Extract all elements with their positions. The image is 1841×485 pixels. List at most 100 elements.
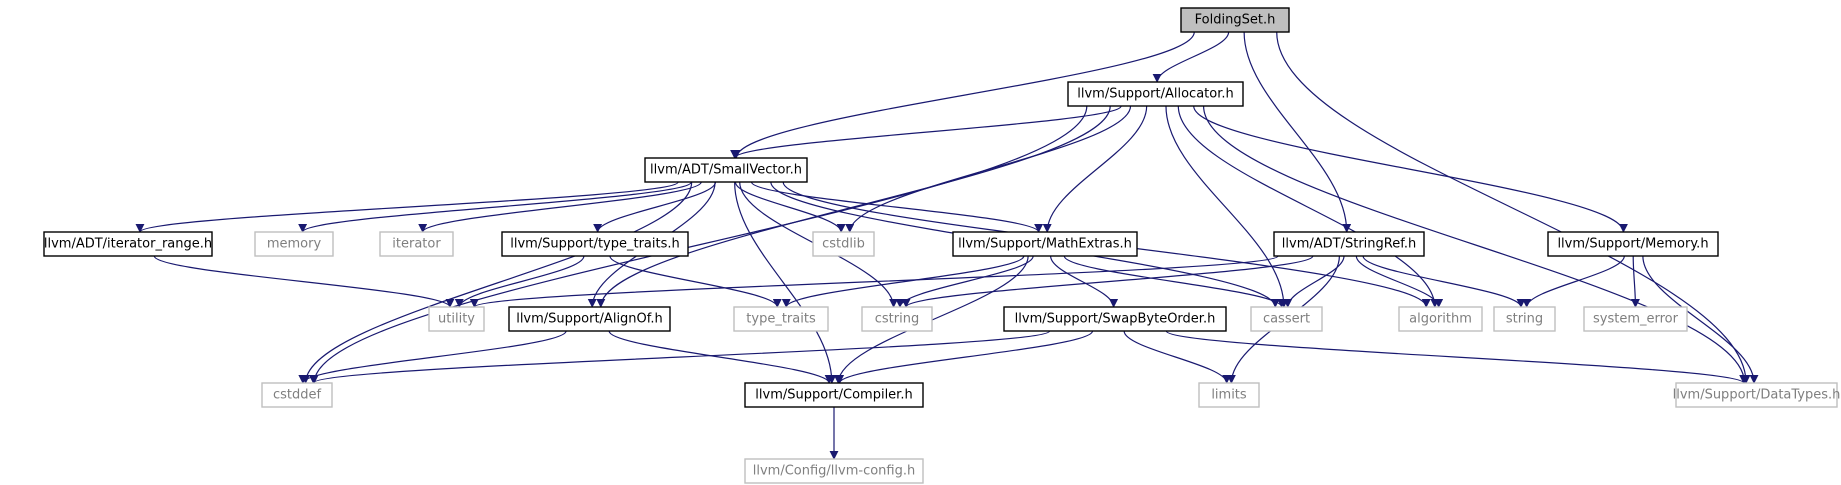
edge-mathextras-to-swapbyteorder <box>1050 255 1119 308</box>
edge-smallvector-to-iterator <box>418 181 702 233</box>
node-label: llvm/Support/Allocator.h <box>1077 87 1234 102</box>
node-box <box>1198 382 1260 408</box>
node-allocator[interactable]: llvm/Support/Allocator.h <box>1067 81 1244 107</box>
edge-memory_h-to-string <box>1522 255 1625 308</box>
node-smallvector[interactable]: llvm/ADT/SmallVector.h <box>644 157 808 183</box>
edge-foldingset-to-smallvector <box>731 31 1195 159</box>
node-label: utility <box>438 312 475 327</box>
nodes-layer: FoldingSet.h llvm/Support/Allocator.h llvm… <box>43 7 1841 484</box>
node-box <box>1003 306 1227 332</box>
node-type_traits: type_traits <box>733 306 829 332</box>
node-box <box>733 306 829 332</box>
node-box <box>43 231 213 257</box>
node-box <box>744 382 924 408</box>
edge-allocator-to-smallvector <box>730 105 1122 159</box>
node-box <box>261 382 333 408</box>
node-box <box>379 231 454 257</box>
node-box <box>952 231 1138 257</box>
node-label: llvm/ADT/iterator_range.h <box>44 237 212 252</box>
node-mathextras[interactable]: llvm/Support/MathExtras.h <box>952 231 1138 257</box>
node-box <box>1583 306 1688 332</box>
node-utility: utility <box>428 306 485 332</box>
node-iterator: iterator <box>379 231 454 257</box>
node-box <box>1180 7 1290 33</box>
node-algorithm: algorithm <box>1398 306 1483 332</box>
edge-smallvector-to-memory_std <box>298 181 693 233</box>
edge-smallvector-to-compiler <box>734 181 837 384</box>
node-label: llvm/ADT/SmallVector.h <box>650 163 802 178</box>
edge-smallvector-to-mathextras <box>750 181 1043 233</box>
node-label: memory <box>267 237 322 252</box>
edge-stringref-to-utility <box>470 255 1279 308</box>
node-box <box>428 306 485 332</box>
node-iterator_range[interactable]: llvm/ADT/iterator_range.h <box>43 231 213 257</box>
edge-alignof-to-cstddef <box>298 330 567 384</box>
edge-swapbyteorder-to-compiler <box>835 330 1094 384</box>
node-cstdlib: cstdlib <box>812 231 875 257</box>
node-stringref[interactable]: llvm/ADT/StringRef.h <box>1273 231 1425 257</box>
node-label: FoldingSet.h <box>1195 13 1276 28</box>
node-cassert: cassert <box>1250 306 1323 332</box>
node-compiler[interactable]: llvm/Support/Compiler.h <box>744 382 924 408</box>
node-label: llvm/Support/DataTypes.h <box>1673 388 1841 403</box>
node-label: cassert <box>1263 312 1310 327</box>
edge-stringref-to-algorithm <box>1355 255 1444 308</box>
node-label: algorithm <box>1409 312 1472 327</box>
edge-alignof-to-compiler <box>608 330 834 384</box>
edge-type_traits_h-to-type_traits <box>609 255 782 308</box>
edge-stringref-to-string <box>1362 255 1526 308</box>
edge-swapbyteorder-to-limits <box>1123 330 1232 384</box>
edge-allocator-to-alignof <box>596 105 1111 308</box>
node-box <box>501 231 689 257</box>
node-type_traits_h[interactable]: llvm/Support/type_traits.h <box>501 231 689 257</box>
node-swapbyteorder[interactable]: llvm/Support/SwapByteOrder.h <box>1003 306 1227 332</box>
node-label: cstdlib <box>822 237 865 252</box>
node-box <box>1675 382 1838 408</box>
edge-stringref-to-cassert <box>1283 255 1345 308</box>
node-memory_std: memory <box>254 231 334 257</box>
edge-mathextras-to-cassert <box>1063 255 1287 308</box>
node-box <box>1273 231 1425 257</box>
node-system_error: system_error <box>1583 306 1688 332</box>
node-box <box>744 458 924 484</box>
edge-swapbyteorder-to-cstddef <box>309 330 1051 384</box>
edge-smallvector-to-iterator_range <box>135 181 679 233</box>
node-box <box>644 157 808 183</box>
edge-mathextras-to-type_traits <box>781 255 1025 308</box>
node-label: cstddef <box>273 388 322 403</box>
node-box <box>1067 81 1244 107</box>
node-label: iterator <box>392 237 441 252</box>
node-label: system_error <box>1593 312 1679 327</box>
edge-swapbyteorder-to-datatypes <box>1165 330 1748 384</box>
edge-foldingset-to-datatypes <box>1276 31 1751 384</box>
node-label: llvm/Support/Compiler.h <box>755 388 912 403</box>
edge-smallvector-to-type_traits_h <box>593 181 717 233</box>
node-foldingset[interactable]: FoldingSet.h <box>1180 7 1290 33</box>
node-box <box>812 231 875 257</box>
node-cstddef: cstddef <box>261 382 333 408</box>
node-box <box>508 306 671 332</box>
node-cstring: cstring <box>861 306 933 332</box>
edge-type_traits_h-to-utility <box>454 255 585 308</box>
node-label: cstring <box>875 312 919 327</box>
edge-smallvector-to-cstddef <box>301 181 693 384</box>
edge-mathextras-to-cstring <box>895 255 1034 308</box>
node-label: llvm/Support/type_traits.h <box>510 237 680 252</box>
edge-smallvector-to-cstdlib <box>734 181 846 233</box>
node-memory_h[interactable]: llvm/Support/Memory.h <box>1547 231 1719 257</box>
edge-iterator_range-to-utility <box>153 255 455 308</box>
node-label: limits <box>1211 388 1247 403</box>
node-box <box>254 231 334 257</box>
node-llvmconfig: llvm/Config/llvm-config.h <box>744 458 924 484</box>
node-label: llvm/Support/MathExtras.h <box>958 237 1132 252</box>
edge-memory_h-to-system_error <box>1630 255 1640 308</box>
edge-allocator-to-cstddef <box>309 105 1088 384</box>
node-label: llvm/ADT/StringRef.h <box>1282 237 1416 252</box>
edge-allocator-to-memory_h <box>1193 105 1628 233</box>
edges-layer <box>135 31 1759 460</box>
node-alignof[interactable]: llvm/Support/AlignOf.h <box>508 306 671 332</box>
node-box <box>1547 231 1719 257</box>
edge-allocator-to-datatypes <box>1202 105 1749 384</box>
edge-allocator-to-algorithm <box>1177 105 1440 308</box>
